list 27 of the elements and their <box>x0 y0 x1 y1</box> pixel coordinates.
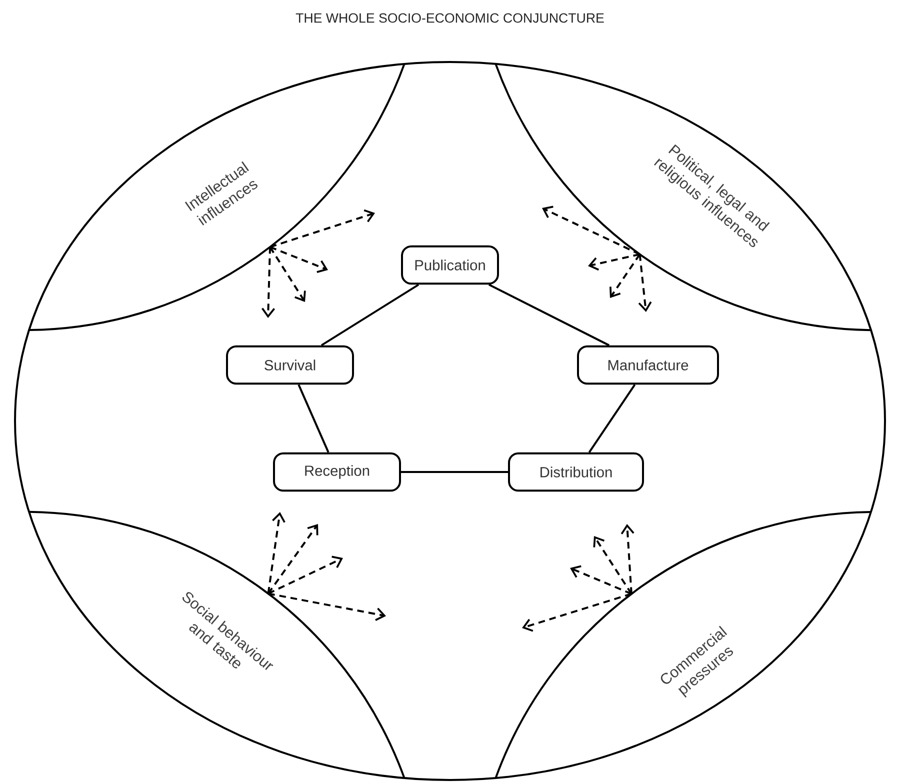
dashed-arrow <box>593 536 632 594</box>
connector-line <box>401 471 508 473</box>
connector-line <box>588 384 636 453</box>
rounded-box: Reception <box>273 452 401 492</box>
connector-line <box>298 384 330 453</box>
connector-line <box>320 284 420 346</box>
dashed-arrow <box>268 556 343 594</box>
dashed-arrow <box>270 209 375 248</box>
dashed-arrow <box>542 206 640 256</box>
dashed-arrow <box>638 254 652 312</box>
dashed-arrow <box>270 246 328 273</box>
rounded-box: Distribution <box>508 452 644 492</box>
dashed-arrow <box>588 253 640 271</box>
dashed-arrow <box>609 254 641 298</box>
dashed-arrow <box>268 592 386 621</box>
dashed-arrow <box>267 524 318 594</box>
dashed-arrow <box>269 246 306 302</box>
rounded-box: Survival <box>226 345 354 385</box>
dashed-arrow <box>522 592 632 632</box>
rounded-box: Publication <box>401 245 499 285</box>
dashed-arrow <box>620 524 634 594</box>
connector-line <box>488 284 610 346</box>
dashed-arrow <box>262 247 275 318</box>
title: THE WHOLE SOCIO-ECONOMIC CONJUNCTURE <box>296 13 604 23</box>
dashed-arrow <box>267 512 286 594</box>
dashed-arrow <box>570 565 632 595</box>
rounded-box: Manufacture <box>577 345 719 385</box>
